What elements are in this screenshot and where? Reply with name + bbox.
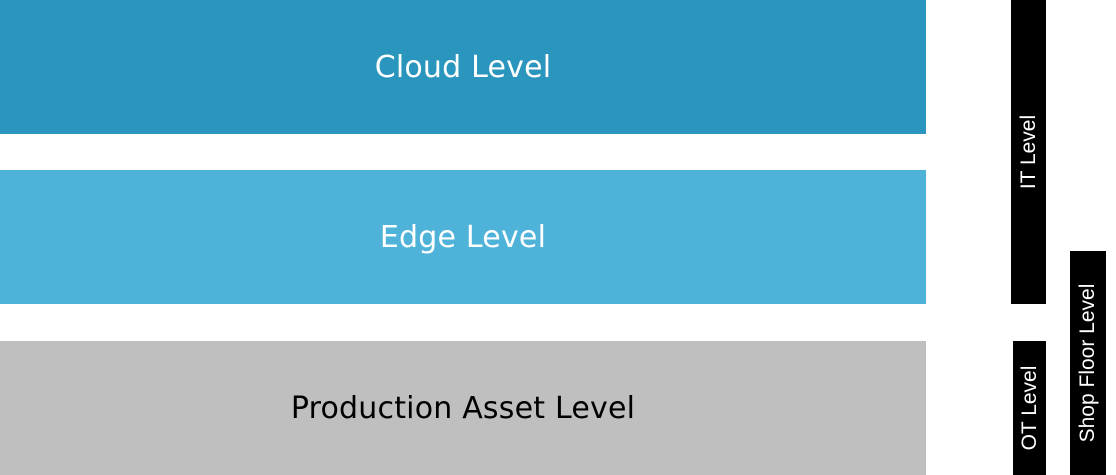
it-level-bar: IT Level [1011, 0, 1046, 304]
ot-level-label: OT Level [1017, 365, 1041, 451]
ot-level-bar: OT Level [1013, 341, 1046, 475]
edge-level-label: Edge Level [379, 219, 547, 255]
cloud-level-band: Cloud Level [0, 0, 926, 134]
shop-floor-level-bar: Shop Floor Level [1070, 251, 1106, 475]
edge-level-band: Edge Level [0, 170, 926, 304]
production-asset-level-label: Production Asset Level [290, 390, 636, 426]
it-level-label: IT Level [1016, 114, 1040, 190]
production-asset-level-band: Production Asset Level [0, 341, 926, 475]
cloud-level-label: Cloud Level [374, 49, 552, 85]
shop-floor-level-label: Shop Floor Level [1076, 283, 1099, 443]
